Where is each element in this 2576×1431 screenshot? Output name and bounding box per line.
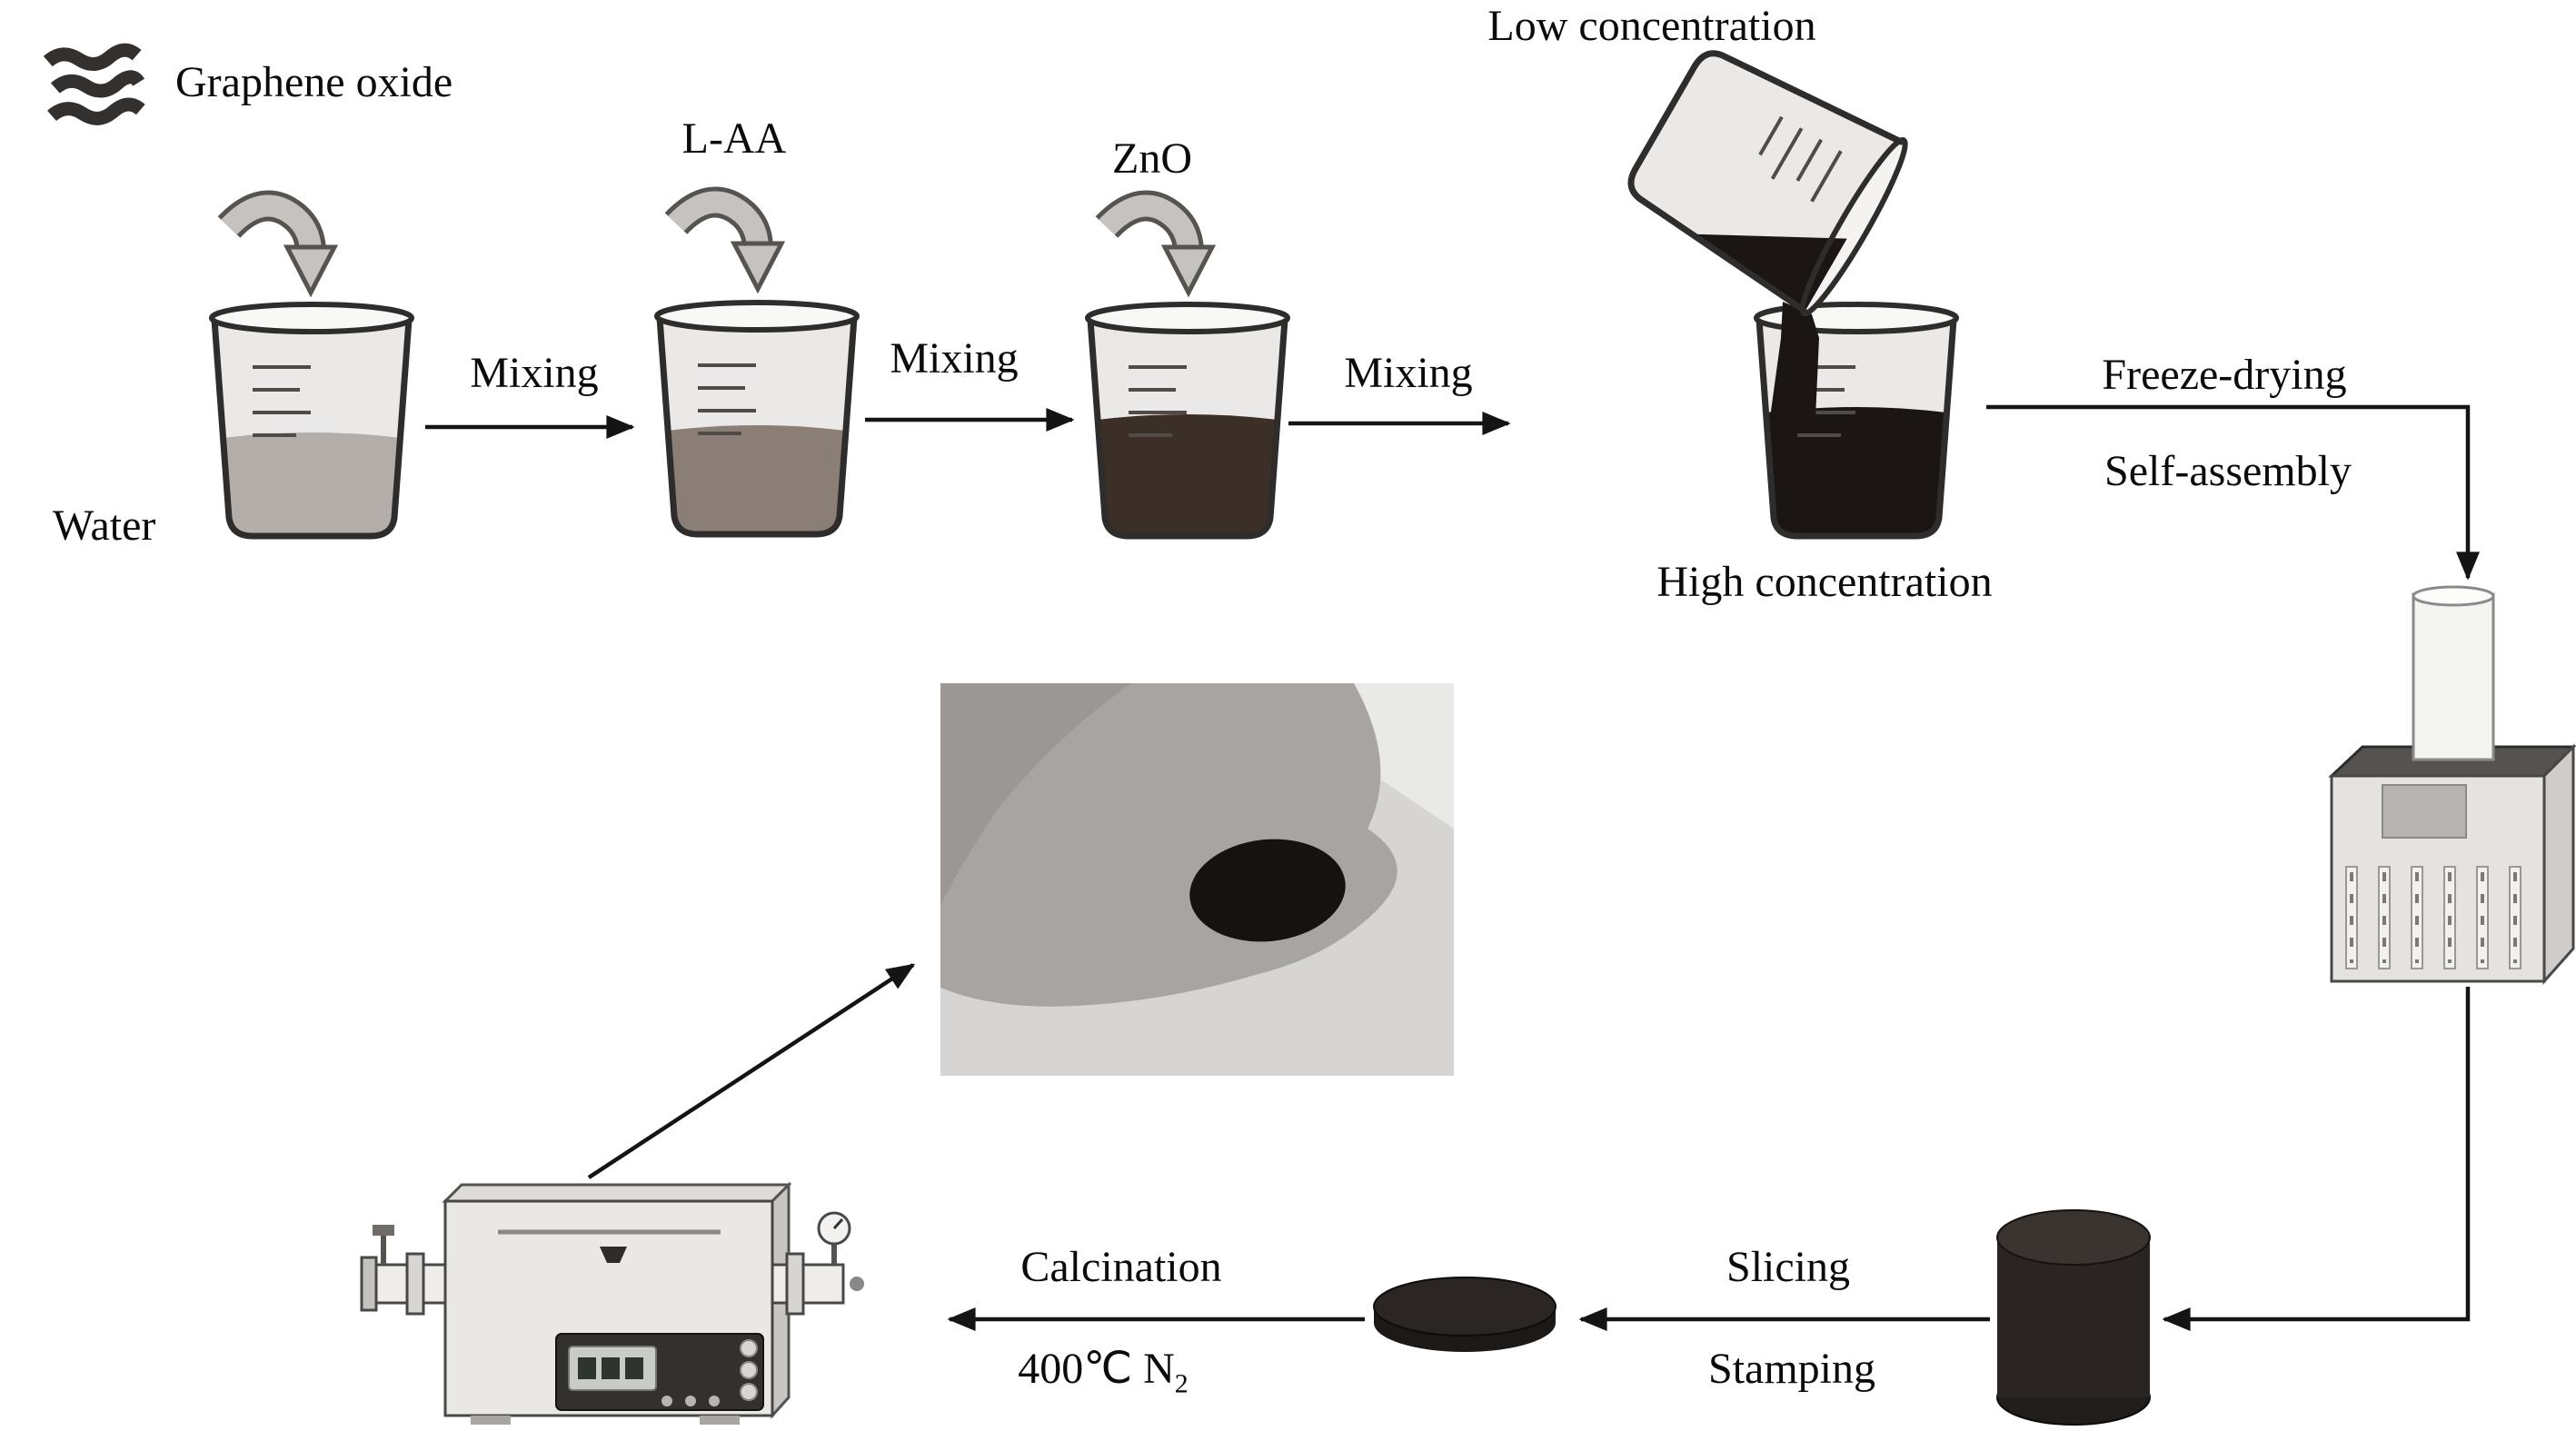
label-mixing-2: Mixing [890,334,1019,383]
label-zno: ZnO [1112,134,1192,183]
freeze-dryer-machine [2328,585,2576,985]
zno-liquid [1098,414,1278,534]
label-mixing-3: Mixing [1344,349,1473,397]
calcination-temp-text: 400℃ N [1018,1345,1175,1393]
arrow-furnace-to-photo [587,963,916,1179]
disc-sample [1373,1277,1557,1352]
label-stamping: Stamping [1707,1345,1876,1393]
label-low-concentration: Low concentration [1487,2,1816,50]
beaker-laa [654,300,860,538]
pressure-gauge-icon [817,1211,864,1291]
pour-arrow-icon [676,202,781,289]
laa-liquid [668,425,846,532]
pour-arrow-icon [229,205,334,293]
dryer-vents [2345,866,2521,969]
furnace-control-panel [555,1333,764,1411]
label-calcination: Calcination [1020,1243,1222,1291]
graphene-oxide-icon [43,43,145,125]
furnace-left-valve [373,1225,394,1265]
calcination-temp-subscript: 2 [1174,1368,1189,1399]
label-slicing: Slicing [1726,1243,1851,1291]
cylinder-sample [1996,1209,2151,1426]
label-high-concentration: High concentration [1656,558,1993,606]
label-calcination-temp: 400℃ N2 [1018,1345,1189,1399]
product-photo [940,683,1454,1076]
arrow-freeze-drying [1986,404,2480,581]
beaker-zno [1085,302,1290,540]
water-liquid [223,432,401,534]
pour-arrow-icon [1107,205,1212,293]
pouring-beaker [1627,50,1908,317]
beaker-water [209,302,414,540]
pour-stream [1770,302,1819,418]
label-laa: L-AA [681,114,787,163]
go-liquid [1766,407,1946,534]
label-self-assembly: Self-assembly [2104,447,2352,495]
label-water: Water [53,502,156,550]
label-graphene-oxide: Graphene oxide [175,58,453,106]
tube-furnace [360,1181,864,1425]
label-freeze-drying: Freeze-drying [2102,351,2347,399]
arrow-dryer-to-cylinder [2162,987,2471,1331]
label-mixing-1: Mixing [470,349,599,397]
photo-disc [1189,839,1346,942]
